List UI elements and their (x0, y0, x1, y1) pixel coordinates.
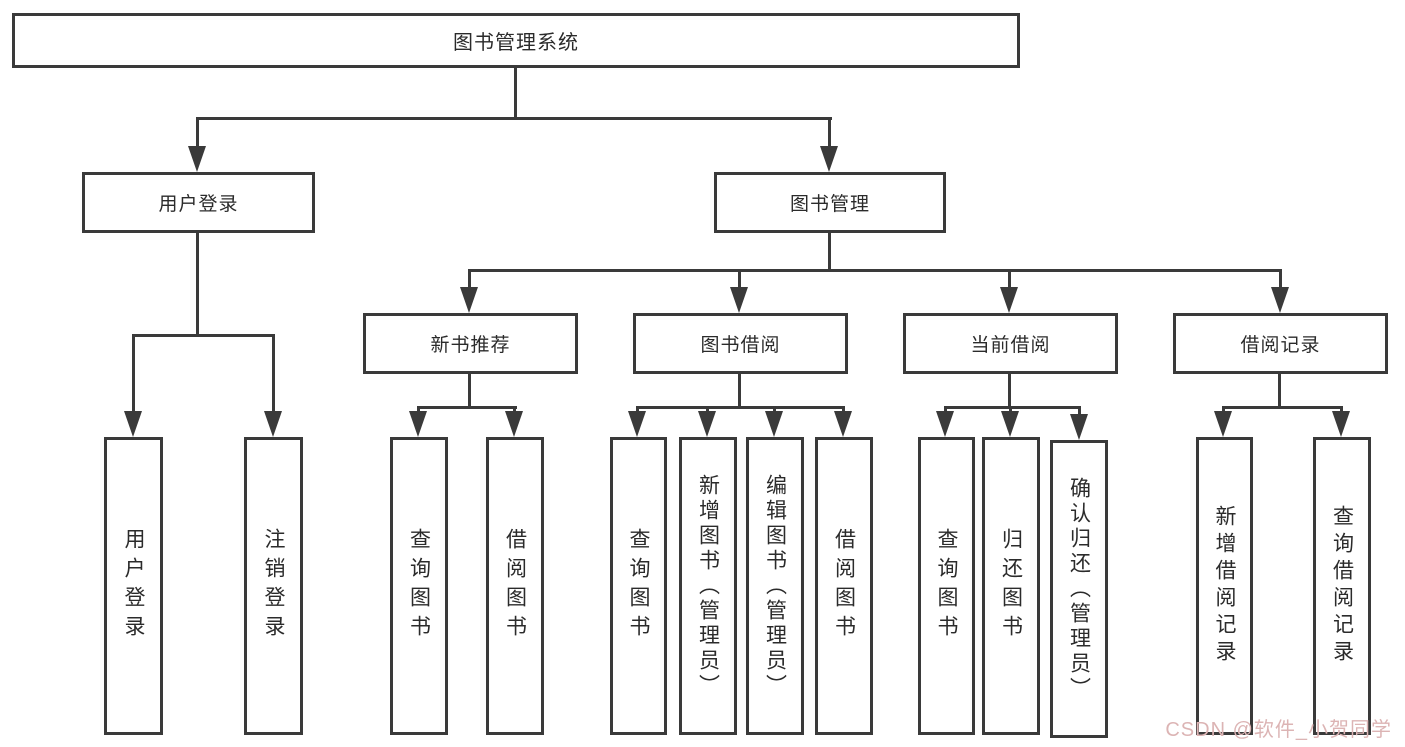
node-book-management: 图书管理 (714, 172, 946, 233)
arrow-down-icon (820, 146, 838, 172)
connector-line (196, 233, 199, 337)
connector-line (514, 68, 517, 120)
connector-line (1078, 406, 1081, 418)
connector-line (196, 117, 832, 120)
connector-line (272, 334, 275, 414)
leaf-add-book-admin: 新增图书（管理员） (679, 437, 737, 735)
connector-line (417, 406, 517, 409)
node-new-book-recommend: 新书推荐 (363, 313, 578, 374)
connector-line (469, 269, 1282, 272)
leaf-add-borrow-record: 新增借阅记录 (1196, 437, 1253, 735)
connector-line (1008, 269, 1011, 291)
connector-line (828, 117, 831, 151)
node-current-borrow: 当前借阅 (903, 313, 1118, 374)
connector-line (828, 233, 831, 272)
connector-line (468, 373, 471, 409)
arrow-down-icon (765, 411, 783, 437)
leaf-query-borrow-record: 查询借阅记录 (1313, 437, 1371, 735)
connector-line (1279, 269, 1282, 291)
arrow-down-icon (834, 411, 852, 437)
arrow-down-icon (1271, 287, 1289, 313)
leaf-borrow-book-recommend: 借阅图书 (486, 437, 544, 735)
connector-line (944, 406, 1081, 409)
csdn-watermark: CSDN @软件_小贺同学 (1165, 719, 1392, 741)
leaf-return-book: 归还图书 (982, 437, 1040, 735)
leaf-user-login: 用户登录 (104, 437, 163, 735)
arrow-down-icon (1000, 287, 1018, 313)
arrow-down-icon (628, 411, 646, 437)
arrow-down-icon (264, 411, 282, 437)
leaf-logout: 注销登录 (244, 437, 303, 735)
arrow-down-icon (505, 411, 523, 437)
connector-line (1278, 373, 1281, 409)
connector-line (196, 117, 199, 151)
connector-line (738, 373, 741, 409)
connector-line (132, 334, 135, 414)
arrow-down-icon (698, 411, 716, 437)
connector-line (132, 334, 275, 337)
arrow-down-icon (124, 411, 142, 437)
arrow-down-icon (188, 146, 206, 172)
connector-line (468, 269, 471, 291)
arrow-down-icon (936, 411, 954, 437)
leaf-query-book-borrow: 查询图书 (610, 437, 667, 735)
connector-line (636, 406, 845, 409)
arrow-down-icon (730, 287, 748, 313)
arrow-down-icon (1070, 414, 1088, 440)
leaf-query-book-recommend: 查询图书 (390, 437, 448, 735)
arrow-down-icon (1001, 411, 1019, 437)
node-borrow-record: 借阅记录 (1173, 313, 1388, 374)
node-library-management-system: 图书管理系统 (12, 13, 1020, 68)
node-book-borrow: 图书借阅 (633, 313, 848, 374)
connector-line (1222, 406, 1343, 409)
connector-line (738, 269, 741, 291)
node-user-login: 用户登录 (82, 172, 315, 233)
leaf-query-book-current: 查询图书 (918, 437, 975, 735)
leaf-borrow-book: 借阅图书 (815, 437, 873, 735)
arrow-down-icon (460, 287, 478, 313)
arrow-down-icon (1332, 411, 1350, 437)
connector-line (1008, 373, 1011, 409)
arrow-down-icon (409, 411, 427, 437)
arrow-down-icon (1214, 411, 1232, 437)
leaf-confirm-return-admin: 确认归还（管理员） (1050, 440, 1108, 738)
leaf-edit-book-admin: 编辑图书（管理员） (746, 437, 804, 735)
